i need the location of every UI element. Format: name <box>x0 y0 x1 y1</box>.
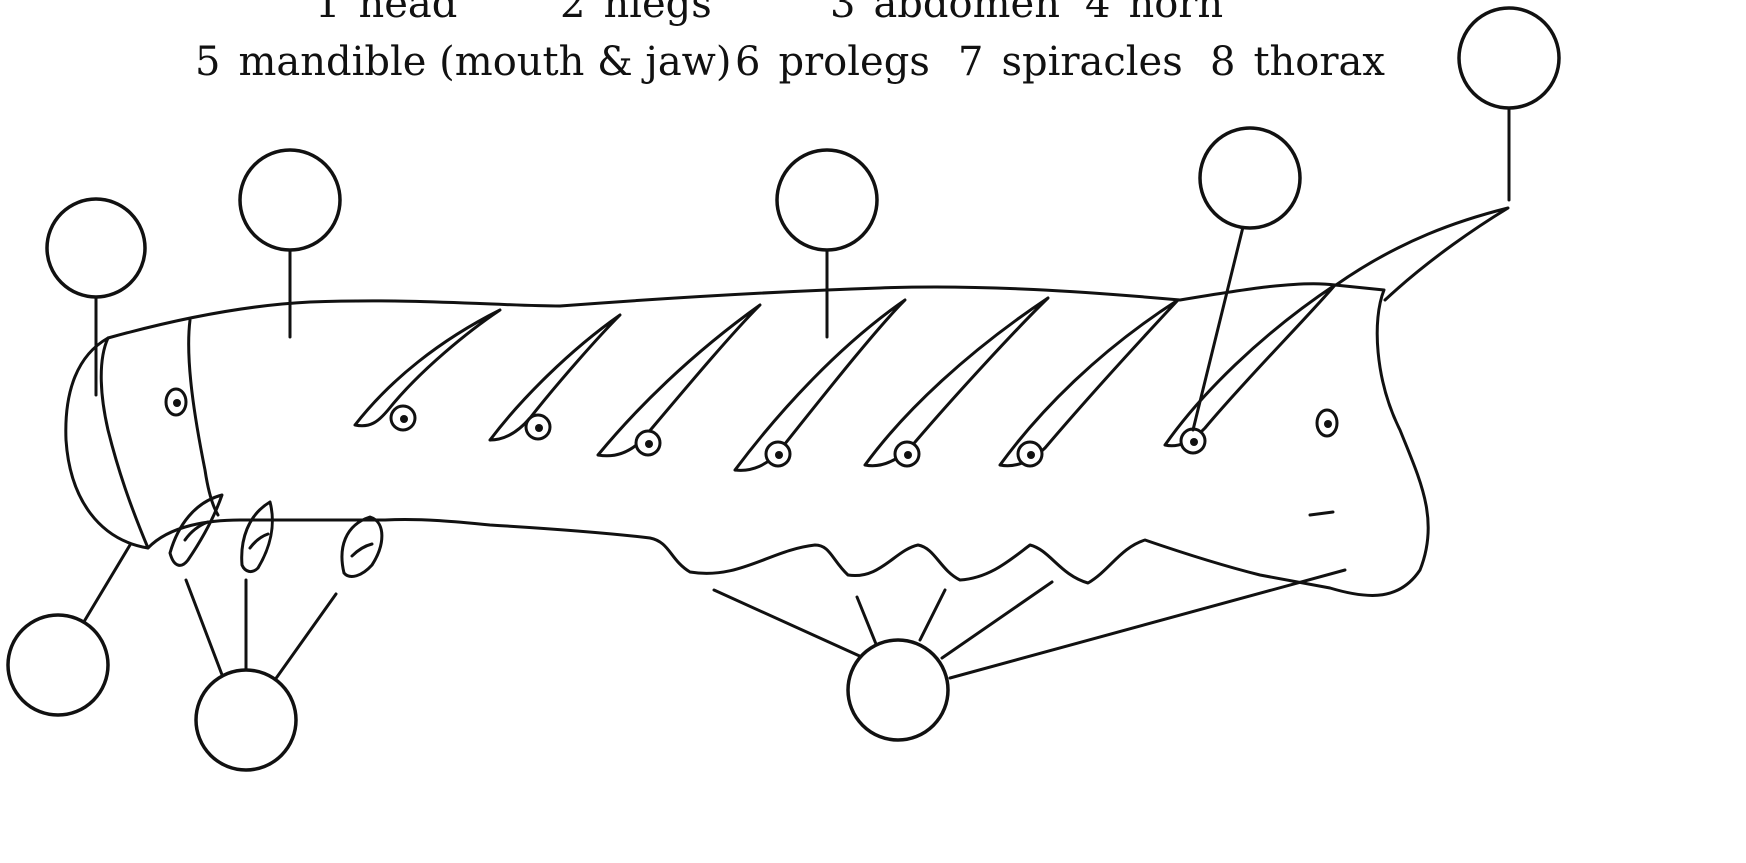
leader-line-leg-1 <box>186 580 224 680</box>
legend-label: horn <box>1128 0 1223 27</box>
leg-2-inner <box>250 534 268 548</box>
spiracle-center <box>400 415 408 423</box>
callout-circle-legs <box>196 670 296 770</box>
leader-line-spiracle <box>1193 227 1243 430</box>
stripe-6 <box>1000 300 1178 466</box>
spiracles <box>166 389 1337 466</box>
leader-line-proleg-2 <box>857 597 876 644</box>
leader-line-proleg-3 <box>920 590 945 640</box>
legend-label: abdomen <box>873 0 1060 27</box>
legend-label: head <box>358 0 457 27</box>
leader-line-proleg-5 <box>950 570 1345 678</box>
legend-item-head: 1 head <box>315 0 457 28</box>
legend-number: 7 <box>958 38 983 86</box>
spiracle-center <box>1027 451 1035 459</box>
legend-number: 4 <box>1085 0 1110 28</box>
leader-line-leg-3 <box>272 594 336 684</box>
legend-item-spiracles: 7 spiracles <box>958 38 1183 86</box>
legend-number: 5 <box>195 38 220 86</box>
callout-circle-thorax <box>240 150 340 250</box>
legend-item-horn: 4 horn <box>1085 0 1223 28</box>
legend-label: thorax <box>1253 39 1384 85</box>
spiracle-center <box>173 399 181 407</box>
legend-label: mandible (mouth & jaw) <box>238 39 731 85</box>
leg-3-inner <box>352 544 372 556</box>
callout-circle-mandible <box>8 615 108 715</box>
callout-circle-spiracle <box>1200 128 1300 228</box>
legend-number: 6 <box>735 38 760 86</box>
spiracle-center <box>1190 438 1198 446</box>
head-segment-line <box>101 338 148 548</box>
stripe-1 <box>355 310 500 426</box>
callout-circle-head <box>47 199 145 297</box>
stripe-2 <box>490 315 620 440</box>
legend-number: 2 <box>560 0 585 28</box>
legend-item-prolegs: 6 prolegs <box>735 38 930 86</box>
tail-mark <box>1310 512 1333 515</box>
legend-label: nlegs <box>603 0 711 27</box>
callout-circle-abdomen <box>777 150 877 250</box>
legend-number: 8 <box>1210 38 1235 86</box>
legend-number: 3 <box>830 0 855 28</box>
callout-circle-horn <box>1459 8 1559 108</box>
leader-line-proleg-4 <box>942 582 1052 658</box>
legend-item-mandible: 5 mandible (mouth & jaw) <box>195 38 732 86</box>
stripe-7 <box>1165 285 1335 446</box>
callout-circle-prolegs <box>848 640 948 740</box>
thorax-segment-line <box>189 320 218 515</box>
legend-item-abdomen: 3 abdomen <box>830 0 1060 28</box>
spiracle-center <box>775 451 783 459</box>
body-outline <box>66 284 1428 596</box>
callout-circles <box>8 8 1559 770</box>
legend-item-thorax: 8 thorax <box>1210 38 1385 86</box>
spiracle-center <box>904 451 912 459</box>
legend-number: 1 <box>315 0 340 28</box>
spiracle-center <box>535 424 543 432</box>
spiracle-center <box>645 440 653 448</box>
legend-label: prolegs <box>778 39 929 85</box>
legend-item-legs: 2 nlegs <box>560 0 712 28</box>
legend-label: spiracles <box>1001 39 1182 85</box>
stripe-3 <box>598 305 760 456</box>
horn-outline <box>1336 208 1508 300</box>
leader-line-proleg-1 <box>714 590 864 658</box>
leader-line-mandible <box>82 545 130 625</box>
spiracle-center <box>1324 420 1332 428</box>
leg-2 <box>242 502 273 572</box>
